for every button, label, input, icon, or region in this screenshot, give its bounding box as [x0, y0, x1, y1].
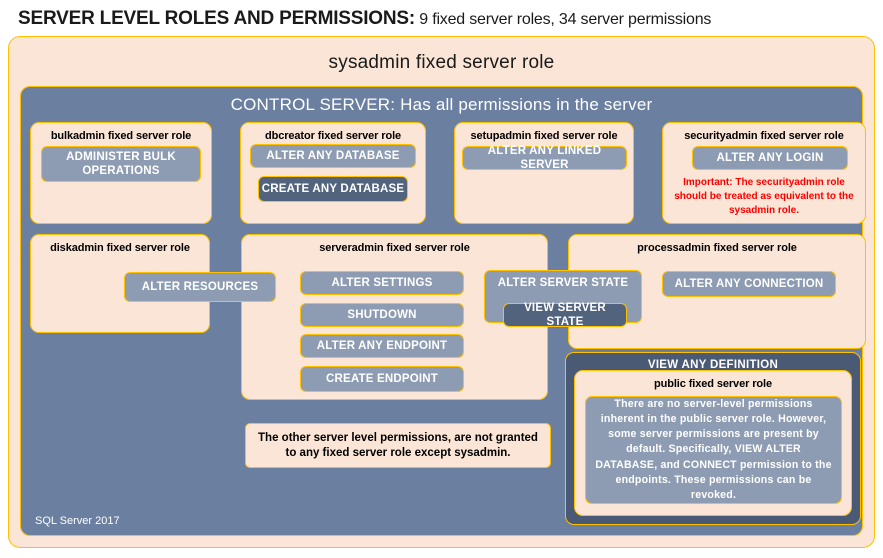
role-title-diskadmin: diskadmin fixed server role [50, 242, 190, 254]
role-box-setupadmin: setupadmin fixed server role [454, 122, 634, 224]
page-title: SERVER LEVEL ROLES AND PERMISSIONS: 9 fi… [18, 8, 868, 34]
sql-server-version-label: SQL Server 2017 [35, 515, 120, 527]
permission-view-server-state[interactable]: VIEW SERVER STATE [503, 302, 627, 328]
permission-view-any-definition-label: VIEW ANY DEFINITION [647, 359, 779, 371]
role-box-securityadmin: securityadmin fixed server role [662, 122, 866, 224]
role-title-serveradmin: serveradmin fixed server role [319, 242, 470, 254]
role-title-securityadmin: securityadmin fixed server role [684, 130, 844, 142]
control-server-label: CONTROL SERVER: Has all permissions in t… [230, 95, 653, 114]
public-role-note: There are no server-level permissions in… [585, 396, 842, 504]
permission-alter-resources[interactable]: ALTER RESOURCES [124, 272, 276, 302]
page-title-subtitle: 9 fixed server roles, 34 server permissi… [415, 11, 712, 28]
permission-alter-any-linked-server[interactable]: ALTER ANY LINKED SERVER [462, 145, 627, 171]
page-title-main: SERVER LEVEL ROLES AND PERMISSIONS: [18, 8, 416, 29]
permission-shutdown[interactable]: SHUTDOWN [300, 303, 464, 327]
securityadmin-warning-text: Important: The securityadmin role should… [674, 177, 854, 216]
permission-alter-settings[interactable]: ALTER SETTINGS [300, 271, 464, 295]
permission-administer-bulk-operations[interactable]: ADMINISTER BULK OPERATIONS [41, 146, 201, 182]
role-title-dbcreator: dbcreator fixed server role [264, 130, 402, 142]
permission-alter-any-endpoint[interactable]: ALTER ANY ENDPOINT [300, 334, 464, 358]
permission-create-endpoint[interactable]: CREATE ENDPOINT [300, 366, 464, 392]
sysadmin-role-label: sysadmin fixed server role [328, 52, 555, 73]
role-title-bulkadmin: bulkadmin fixed server role [50, 130, 192, 142]
permission-alter-any-database[interactable]: ALTER ANY DATABASE [250, 144, 416, 168]
role-title-processadmin: processadmin fixed server role [637, 242, 797, 254]
role-title-public: public fixed server role [653, 378, 773, 390]
role-title-setupadmin: setupadmin fixed server role [470, 130, 618, 142]
permission-alter-any-login[interactable]: ALTER ANY LOGIN [692, 146, 848, 170]
role-box-dbcreator: dbcreator fixed server role [240, 122, 426, 224]
note-other-server-permissions: The other server level permissions, are … [245, 423, 551, 468]
permission-alter-any-connection[interactable]: ALTER ANY CONNECTION [662, 271, 836, 297]
role-box-diskadmin: diskadmin fixed server role [30, 234, 210, 333]
permission-create-any-database[interactable]: CREATE ANY DATABASE [258, 176, 408, 202]
